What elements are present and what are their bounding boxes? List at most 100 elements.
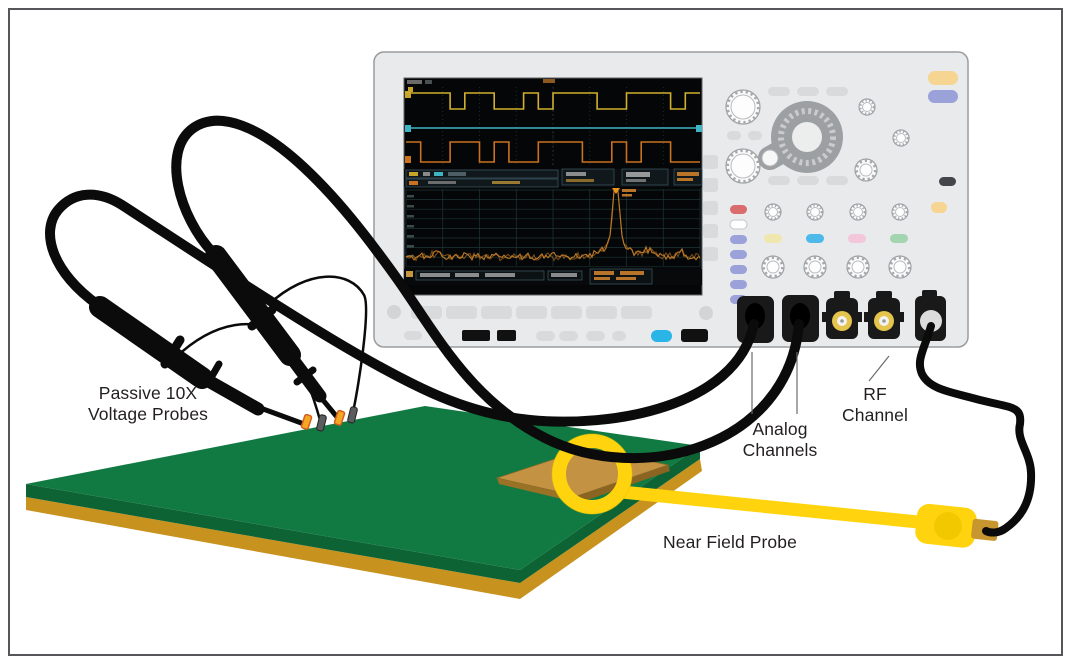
near-field-probe-loop (552, 434, 632, 514)
screen-softkey-7 (621, 306, 652, 319)
label-passive-probes-line1: Passive 10X (98, 383, 198, 403)
ch1-button (764, 234, 782, 243)
near-field-probe-handle (915, 503, 999, 548)
label-analog-channels-line2: Channels (742, 440, 818, 460)
probe2-tip (333, 409, 346, 426)
zoom-knob (854, 158, 878, 182)
label-near-field-probe-text: Near Field Probe (663, 532, 797, 552)
side-softkey-5 (703, 247, 718, 261)
bottom-black-3 (681, 329, 708, 342)
purple-button-top (928, 90, 958, 103)
digital-waveform-yellow (406, 92, 700, 110)
bnc-input-ch4 (864, 291, 904, 339)
vertical-scale-knob-3 (846, 255, 870, 279)
vertical-scale-knob-2 (803, 255, 827, 279)
oscilloscope (373, 51, 969, 348)
front-circle-left (387, 305, 401, 319)
menu-button-1 (768, 87, 790, 96)
red-button (730, 205, 747, 214)
vertical-position-knob-1 (764, 203, 782, 221)
label-passive-probes: Passive 10X Voltage Probes (63, 383, 233, 425)
oscilloscope-screen (403, 77, 703, 296)
ch4-button (890, 234, 908, 243)
menu-button-4 (768, 176, 790, 185)
side-softkey-3 (703, 201, 718, 215)
waveform-traces (406, 87, 700, 167)
menu-button-6 (826, 176, 848, 185)
label-rf-channel: RF Channel (820, 384, 930, 426)
pcb-side-face (26, 446, 700, 583)
intensity-knob (725, 89, 761, 125)
bottom-black-2 (497, 330, 516, 341)
white-button (729, 219, 748, 230)
near-field-probe-shaft (615, 485, 945, 531)
screen-softkey-2 (446, 306, 477, 319)
bottom-black-1 (462, 330, 490, 341)
rf-cable (915, 322, 1036, 537)
purple-button-1 (730, 235, 747, 244)
rf-input (915, 290, 946, 341)
pcb-board (26, 406, 702, 599)
near-field-probe (551, 433, 999, 548)
bottom-pill-1 (404, 331, 422, 340)
screen-softkey-5 (551, 306, 582, 319)
vertical-scale-knob-1 (761, 255, 785, 279)
label-near-field-probe: Near Field Probe (640, 532, 820, 553)
label-rf-channel-line1: RF (863, 384, 887, 404)
spectrum-trace (405, 190, 701, 262)
front-circle-right (699, 306, 713, 320)
peak-marker-icon (612, 188, 620, 194)
menu-button-2 (797, 87, 819, 96)
menu-button-3 (826, 87, 848, 96)
bottom-pill-2 (536, 331, 555, 341)
cursor-knob (858, 98, 876, 116)
horizontal-position-knob (758, 101, 843, 173)
trigger-level-knob (725, 148, 761, 184)
bnc-input-ch3 (822, 291, 862, 339)
cyan-button (651, 330, 672, 342)
probe2-ground-lead (267, 275, 368, 413)
label-analog-channels-line1: Analog (752, 419, 808, 439)
label-passive-probes-line2: Voltage Probes (87, 404, 209, 424)
figure-border (8, 8, 1063, 656)
select-knob (892, 129, 910, 147)
analog-probe-cable-1 (45, 189, 759, 427)
tan-button-top (928, 71, 958, 85)
nav-button-2 (748, 131, 762, 140)
purple-button-3 (730, 265, 747, 274)
vertical-position-knob-2 (806, 203, 824, 221)
pcb-top-face (26, 406, 700, 570)
side-softkey-2 (703, 178, 718, 192)
screen-softkey-3 (481, 306, 512, 319)
tan-button-mid (931, 202, 947, 213)
analog-probe-cable-2 (171, 115, 804, 463)
vertical-position-knob-4 (891, 203, 909, 221)
label-rf-channel-line2: Channel (842, 405, 908, 425)
spectrum-display (405, 188, 701, 268)
digital-waveform-orange (406, 141, 700, 163)
screen-softkey-6 (586, 306, 617, 319)
ch3-button (848, 234, 866, 243)
bottom-pill-5 (612, 331, 626, 341)
purple-button-2 (730, 250, 747, 259)
voltage-probe-2 (205, 245, 368, 426)
dark-button (939, 177, 956, 186)
measurement-bar (404, 168, 703, 188)
probe1-ground-clip (316, 414, 327, 432)
bottom-pill-3 (559, 331, 578, 341)
bottom-pill-4 (586, 331, 605, 341)
probe1-tip (300, 413, 313, 430)
nav-button-1 (727, 131, 741, 140)
probe2-ground-clip (347, 406, 358, 424)
menu-button-5 (797, 176, 819, 185)
side-softkey-1 (703, 155, 718, 169)
label-analog-channels: Analog Channels (715, 419, 845, 461)
leader-line-rf (868, 355, 890, 382)
front-panel-knobs (725, 89, 912, 279)
ch3-marker (405, 156, 411, 163)
vertical-scale-knob-4 (888, 255, 912, 279)
screen-softkey-4 (516, 306, 547, 319)
vertical-position-knob-3 (849, 203, 867, 221)
